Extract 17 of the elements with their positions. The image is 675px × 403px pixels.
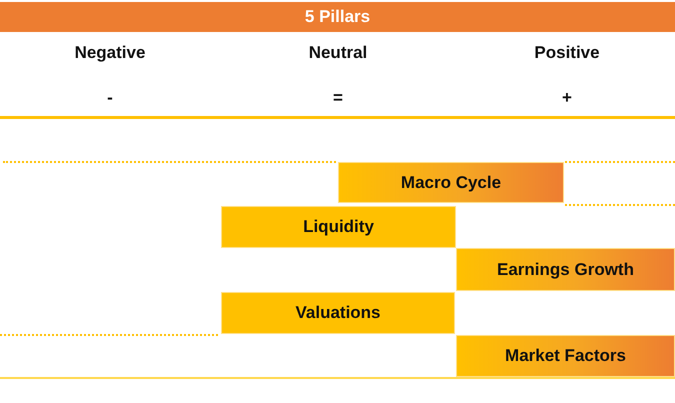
scale-symbol: = [333, 88, 343, 107]
scale-symbol: - [107, 88, 113, 107]
bar-label: Market Factors [505, 346, 626, 366]
title-banner: 5 Pillars [0, 2, 675, 32]
pillar-bar [221, 292, 455, 334]
column-header: Neutral [308, 43, 368, 62]
pillar-bar [221, 206, 456, 248]
bar-label: Valuations [295, 303, 381, 323]
pillar-bar [456, 335, 675, 377]
scale-symbol: + [562, 88, 572, 107]
pillar-bar [338, 162, 564, 203]
bar-label: Liquidity [303, 217, 374, 237]
column-header: Negative [74, 43, 146, 62]
pillar-bar [456, 248, 675, 291]
column-header: Positive [534, 43, 600, 62]
bar-label: Earnings Growth [497, 260, 634, 280]
bar-label: Macro Cycle [400, 172, 502, 192]
